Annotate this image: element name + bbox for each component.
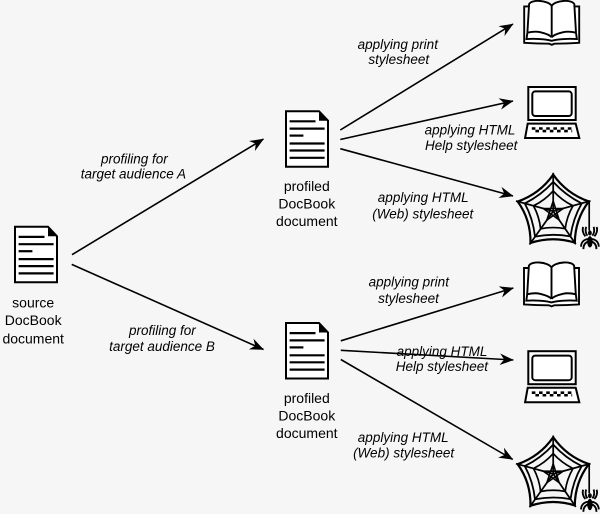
svg-text:Help stylesheet: Help stylesheet xyxy=(425,138,519,153)
svg-text:Help stylesheet: Help stylesheet xyxy=(396,359,490,374)
svg-text:applying print: applying print xyxy=(358,37,440,52)
svg-text:DocBook: DocBook xyxy=(5,312,63,328)
svg-text:profiled: profiled xyxy=(284,390,330,406)
svg-text:applying HTML: applying HTML xyxy=(397,344,488,359)
svg-text:document: document xyxy=(2,330,64,346)
svg-text:stylesheet: stylesheet xyxy=(378,291,440,306)
svg-text:applying HTML: applying HTML xyxy=(425,122,516,137)
svg-text:profiling for: profiling for xyxy=(100,151,168,166)
svg-text:(Web) stylesheet: (Web) stylesheet xyxy=(372,206,474,221)
svg-text:source: source xyxy=(12,295,54,311)
svg-text:stylesheet: stylesheet xyxy=(368,52,430,67)
svg-text:target audience A: target audience A xyxy=(81,167,186,182)
svg-text:applying print: applying print xyxy=(369,275,451,290)
svg-text:DocBook: DocBook xyxy=(278,196,336,212)
svg-text:applying HTML: applying HTML xyxy=(378,190,469,205)
svg-text:document: document xyxy=(276,425,338,441)
svg-text:applying HTML: applying HTML xyxy=(358,430,449,445)
svg-text:target audience B: target audience B xyxy=(109,339,215,354)
svg-text:profiled: profiled xyxy=(284,178,330,194)
svg-text:(Web) stylesheet: (Web) stylesheet xyxy=(353,446,455,461)
svg-text:profiling for: profiling for xyxy=(128,323,196,338)
svg-text:DocBook: DocBook xyxy=(278,408,336,424)
svg-text:document: document xyxy=(276,213,338,229)
